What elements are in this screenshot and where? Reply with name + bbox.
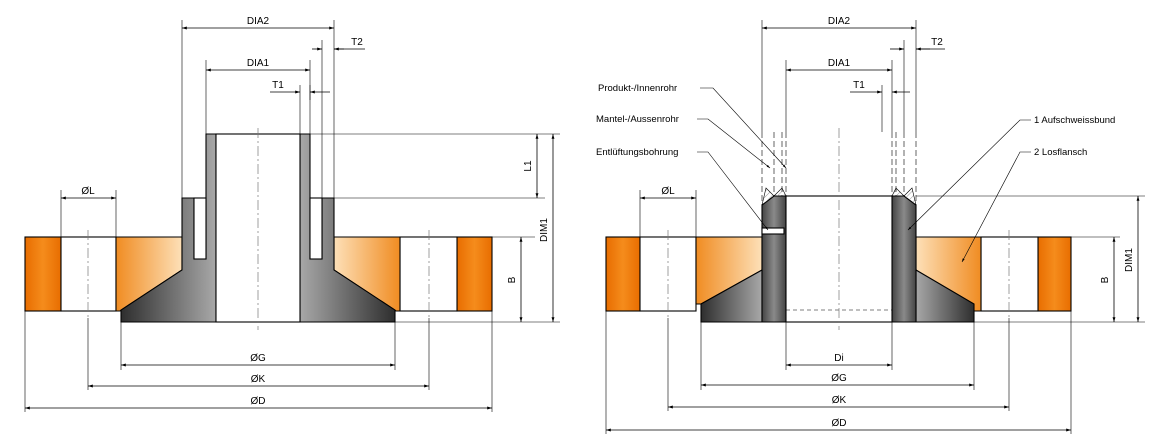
right-dim1-label: DIM1 xyxy=(1124,248,1135,272)
right-flange-ring-right xyxy=(1037,236,1072,312)
right-drawing: DIA2 DIA1 T2 T1 DIM1 B ØL Di xyxy=(596,16,1145,434)
callout-losflansch: 2 Losflansch xyxy=(1034,147,1087,158)
right-dia2-label: DIA2 xyxy=(828,16,851,27)
left-d-label: ØD xyxy=(251,396,266,407)
right-t2-label: T2 xyxy=(931,37,943,48)
right-t1-label: T1 xyxy=(853,80,865,91)
callout-entlueftung: Entlüftungsbohrung xyxy=(596,147,678,158)
left-g-label: ØG xyxy=(250,353,266,364)
left-l-label: ØL xyxy=(81,186,95,197)
left-dim1-label: DIM1 xyxy=(539,218,550,242)
left-dia2-label: DIA2 xyxy=(247,16,270,27)
right-b-label: B xyxy=(1100,276,1111,283)
right-aufschweissbund-left xyxy=(761,195,787,323)
right-di-label: Di xyxy=(834,353,843,364)
right-bolt-hole-right xyxy=(980,236,1039,312)
right-d-label: ØD xyxy=(832,418,847,429)
right-aufschweissbund-right xyxy=(891,195,917,323)
left-dia1-label: DIA1 xyxy=(247,58,270,69)
right-k-label: ØK xyxy=(832,395,847,406)
left-l1-label: L1 xyxy=(523,160,534,172)
left-t2-label: T2 xyxy=(351,37,363,48)
left-flange-ring-right xyxy=(456,236,493,312)
left-b-label: B xyxy=(507,276,518,283)
left-k-label: ØK xyxy=(251,374,266,385)
right-dia1-label: DIA1 xyxy=(828,58,851,69)
callout-produkt: Produkt-/Innenrohr xyxy=(598,83,677,94)
left-drawing: DIA2 DIA1 T2 T1 L1 DIM1 B ØL ØG xyxy=(24,16,560,412)
left-flange-ring-left xyxy=(24,236,62,312)
callout-aufschweissbund: 1 Aufschweissbund xyxy=(1034,115,1115,126)
left-t1-label: T1 xyxy=(272,80,284,91)
callout-mantel: Mantel-/Aussenrohr xyxy=(596,114,679,125)
right-flange-ring-left xyxy=(605,236,641,312)
right-g-label: ØG xyxy=(831,373,847,384)
left-bolt-hole-right xyxy=(399,236,458,312)
right-l-label: ØL xyxy=(661,186,675,197)
left-bolt-hole-left xyxy=(60,236,117,312)
